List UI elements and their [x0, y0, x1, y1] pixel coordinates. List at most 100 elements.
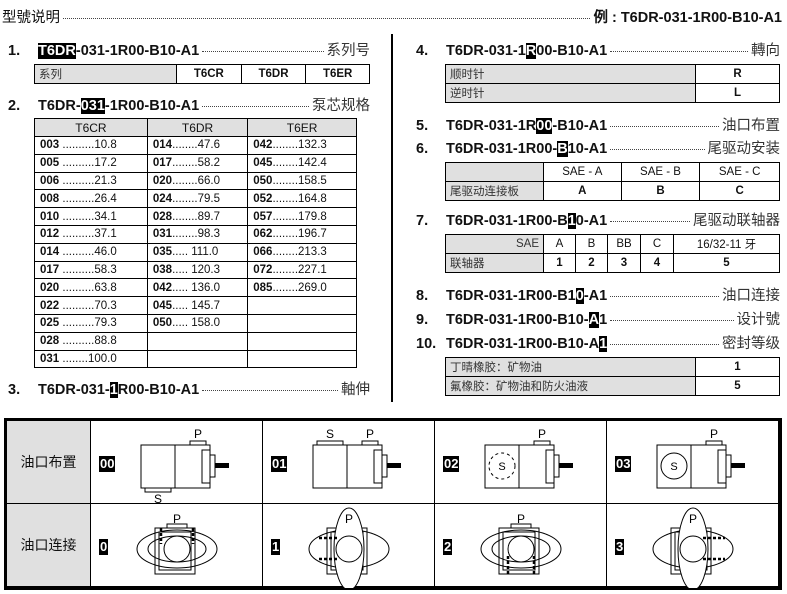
leader-dots: ........	[272, 157, 299, 170]
size-code: 006	[40, 174, 60, 187]
displacement: 58.2	[197, 157, 221, 170]
size-code: 014	[152, 139, 173, 152]
rotation-label: 逆时针	[445, 83, 696, 103]
item-label: 系列号	[326, 43, 371, 59]
port-p-label: P	[194, 427, 202, 441]
size-cell: 028........89.7	[146, 207, 249, 226]
item-number: 8.	[416, 288, 429, 304]
size-code: 020	[40, 281, 60, 294]
page-header: 型號说明 例 : T6DR-031-1R00-B10-A1	[2, 6, 782, 27]
item-number: 2.	[8, 98, 21, 114]
size-header: T6DR	[146, 118, 249, 137]
empty-cell	[247, 313, 357, 333]
size-code: 042	[253, 139, 273, 152]
seal-label: 丁晴橡胶：矿物油	[445, 357, 696, 377]
leader-dots: ........	[272, 246, 299, 259]
layout-code: 02	[443, 456, 460, 472]
size-cell: 045........142.4	[247, 153, 357, 173]
item-label: 尾驱动安装	[707, 141, 781, 157]
item-label: 尾驱动联轴器	[693, 213, 780, 229]
mount-code: B	[620, 181, 701, 201]
leader-dots: ..........	[59, 157, 95, 170]
leader-dots: ........	[272, 192, 299, 205]
code-suffix: -B10-A1	[552, 118, 608, 134]
size-code: 028	[152, 210, 173, 223]
mount-header: SAE - C	[699, 162, 780, 182]
leader-dots: ........	[272, 174, 299, 187]
code-highlight: 00	[536, 118, 553, 134]
size-cell: 031 ........100.0	[34, 349, 148, 369]
connection-code: 0	[99, 539, 109, 555]
size-code: 057	[253, 210, 273, 223]
size-cell: 005 ..........17.2	[34, 153, 148, 173]
code-highlight: R	[525, 43, 537, 59]
size-cell: 012 ..........37.1	[34, 224, 148, 244]
displacement: 63.8	[94, 281, 117, 294]
code-prefix: T6DR-031-	[38, 382, 110, 398]
size-cell: 022 ..........70.3	[34, 296, 148, 315]
size-cell: 031........98.3	[146, 224, 249, 244]
code-highlight: 1	[567, 213, 576, 229]
displacement: 158.5	[298, 174, 327, 187]
leader-dots: ..........	[59, 263, 95, 276]
code-suffix: R00-B10-A1	[117, 382, 200, 398]
mount-row-label: 尾驱动连接板	[445, 181, 544, 201]
item-number: 6.	[416, 141, 429, 157]
size-code: 025	[40, 317, 60, 330]
size-code: 072	[253, 263, 273, 276]
displacement: 21.3	[94, 174, 117, 187]
size-cell: 050..... 158.0	[146, 313, 249, 333]
code-prefix: T6DR-031-1R00-B	[446, 213, 568, 229]
displacement: 142.4	[298, 157, 327, 170]
series-label: 系列	[34, 64, 177, 84]
model-code: T6DR-031-1R00-B10-A1	[446, 288, 607, 304]
layout-code: 00	[99, 456, 116, 472]
size-header: T6ER	[247, 118, 357, 137]
empty-cell	[247, 296, 357, 315]
code-highlight: 031	[80, 98, 105, 114]
coupling-code: 3	[607, 253, 641, 273]
displacement: 227.1	[298, 263, 327, 276]
leader-dots: ........	[172, 139, 198, 152]
code-suffix: 1	[599, 312, 608, 328]
seal-code: 5	[695, 376, 780, 396]
leader-dots: ..........	[59, 299, 95, 312]
item-number: 7.	[416, 213, 429, 229]
model-code: T6DR-031-1R00-B10-A1	[446, 336, 608, 352]
item-number: 5.	[416, 118, 429, 134]
size-code: 017	[152, 157, 173, 170]
displacement: 26.4	[94, 192, 117, 205]
size-cell: 052........164.8	[247, 189, 357, 209]
size-cell: 045..... 145.7	[146, 296, 249, 315]
size-cell: 008 ..........26.4	[34, 189, 148, 209]
size-code: 085	[253, 281, 273, 294]
code-highlight: 1	[599, 336, 608, 352]
code-prefix: T6DR-031-1R00-B1	[446, 288, 576, 304]
leader-dots: ..........	[59, 317, 95, 330]
example-code: 例 : T6DR-031-1R00-B10-A1	[593, 10, 782, 26]
leader-dots	[63, 18, 591, 19]
connection-code: 3	[615, 539, 625, 555]
displacement: 100.0	[87, 352, 117, 365]
code-suffix: -1R00-B10-A1	[104, 98, 200, 114]
leader-dots: ........	[272, 210, 299, 223]
code-highlight: 0	[575, 288, 584, 304]
leader-dots	[610, 296, 719, 297]
layout-code: 03	[615, 456, 632, 472]
code-highlight: B	[557, 141, 568, 157]
leader-dots	[610, 221, 690, 222]
rotation-code: L	[695, 83, 780, 103]
mount-code: A	[543, 181, 622, 201]
size-cell: 028 ..........88.8	[34, 331, 148, 351]
item-label: 设计號	[736, 312, 781, 328]
leader-dots: ........	[172, 210, 198, 223]
size-code: 052	[253, 192, 273, 205]
